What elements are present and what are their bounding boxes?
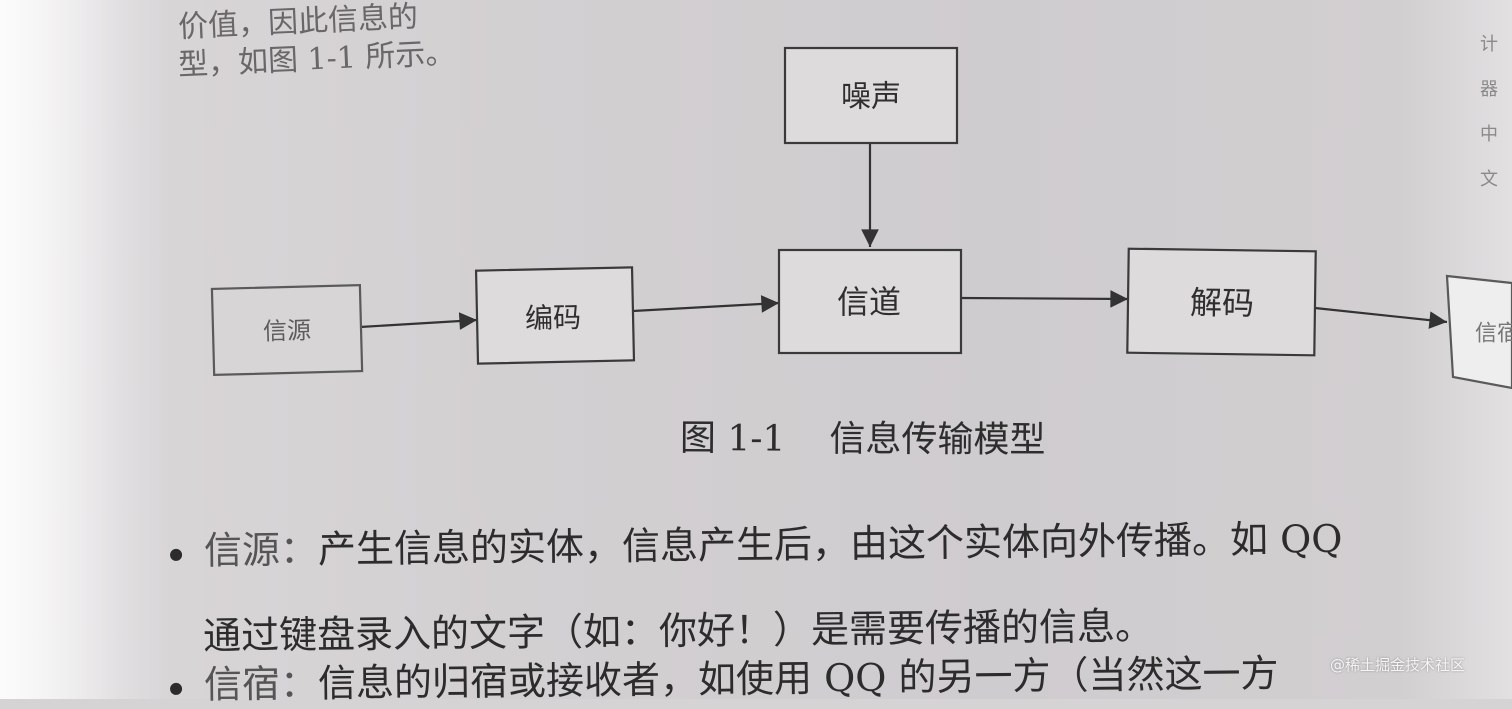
- figure-number: 图 1-1: [679, 418, 786, 460]
- right-margin-char-4: 文: [1480, 169, 1498, 190]
- bullet-sink: 信宿：信息的归宿或接收者，如使用 QQ 的另一方（当然这一方: [170, 642, 1279, 709]
- node-channel-label: 信道: [837, 283, 901, 321]
- node-encode-label: 编码: [525, 301, 582, 335]
- right-margin-char-2: 器: [1480, 79, 1498, 100]
- node-decode-label: 解码: [1190, 284, 1255, 323]
- page-curl-shadow: [0, 0, 170, 699]
- node-noise: 噪声: [783, 46, 959, 145]
- bullet-sink-term: 信宿：: [203, 661, 319, 707]
- node-sink-label: 信宿: [1475, 322, 1512, 347]
- node-decode: 解码: [1126, 247, 1317, 357]
- node-source: 信源: [210, 283, 364, 377]
- right-margin-char-1: 计: [1480, 34, 1498, 55]
- bullet-sink-text: 信息的归宿或接收者，如使用 QQ 的另一方（当然这一方: [317, 651, 1279, 706]
- bullet-source-term: 信源：: [203, 527, 319, 573]
- edge-source-to-encode: [359, 312, 478, 330]
- edge-channel-to-decode: [960, 290, 1129, 308]
- bullet-dot-icon: [170, 548, 183, 561]
- edge-encode-to-channel: [632, 295, 780, 313]
- bullet-source-text: 产生信息的实体，信息产生后，由这个实体向外传播。如 QQ: [317, 516, 1343, 572]
- edge-decode-to-sink: [1314, 306, 1448, 329]
- watermark: @稀土掘金技术社区: [1330, 656, 1466, 674]
- bullet-dot-icon: [170, 682, 183, 695]
- right-margin-char-3: 中: [1480, 124, 1498, 145]
- node-encode: 编码: [474, 266, 636, 365]
- figure-caption: 图 1-1 信息传输模型: [680, 409, 1046, 463]
- node-sink: 信宿: [1445, 274, 1512, 390]
- node-source-label: 信源: [263, 316, 312, 345]
- figure-title: 信息传输模型: [829, 418, 1046, 461]
- node-noise-label: 噪声: [841, 80, 901, 115]
- node-channel: 信道: [777, 248, 963, 355]
